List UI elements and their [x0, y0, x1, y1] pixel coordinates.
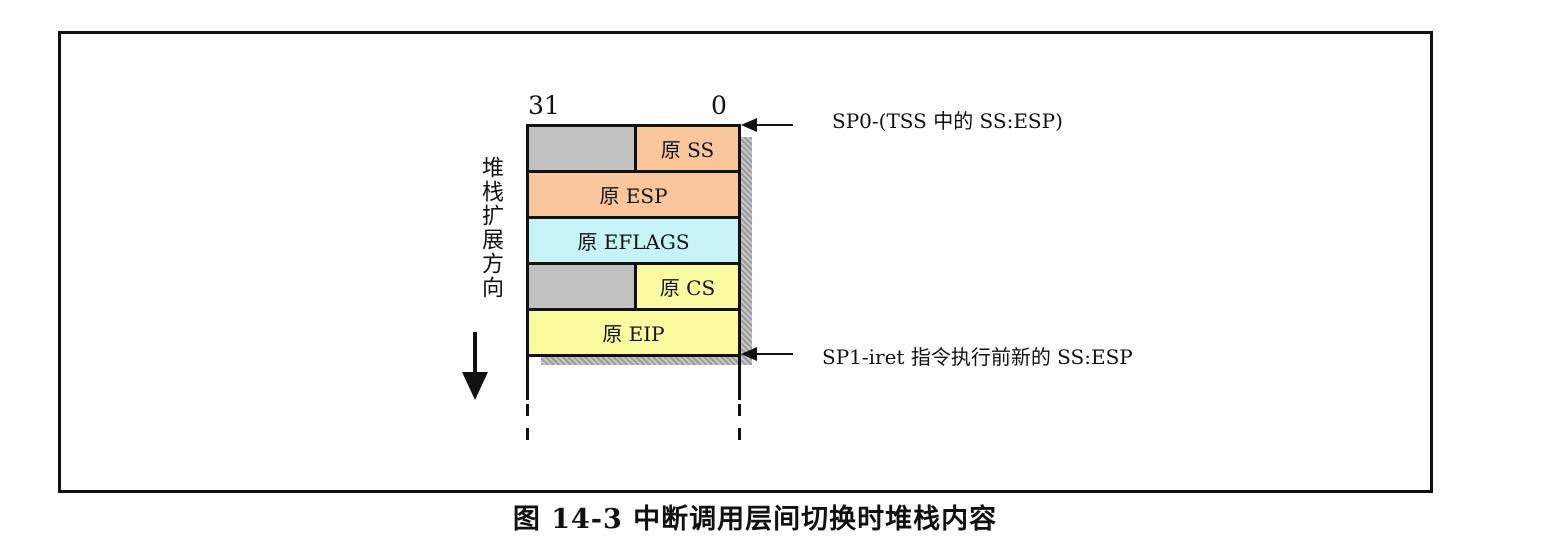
- bit-31-label: 31: [528, 91, 560, 120]
- stack-row-eip: 原 EIP: [526, 308, 741, 357]
- stack-right-dash-2: [738, 428, 741, 440]
- sp1-arrow-icon: [741, 347, 793, 361]
- stack-right-dash-1: [738, 404, 741, 416]
- stack-row-cs-label: 原 CS: [659, 276, 716, 300]
- figure-frame: [58, 31, 1433, 493]
- stack-left-dash-2: [526, 428, 529, 440]
- sp0-arrow-icon: [741, 118, 793, 132]
- stack-shadow: [739, 137, 752, 365]
- direction-label: 堆栈扩展方向: [478, 156, 503, 300]
- stack-right-edge: [738, 355, 741, 400]
- stack-row-ss: 原 SS: [634, 124, 741, 173]
- stack-left-dash-1: [526, 404, 529, 416]
- stack-row-esp: 原 ESP: [526, 170, 741, 219]
- stack-row-ss-label: 原 SS: [660, 138, 715, 162]
- padding-cs: [526, 262, 637, 311]
- figure-caption: 图 14-3 中断调用层间切换时堆栈内容: [512, 504, 998, 535]
- stack-row-esp-label: 原 ESP: [599, 184, 668, 208]
- stack-row-cs: 原 CS: [634, 262, 741, 311]
- stack-row-eflags: 原 EFLAGS: [526, 216, 741, 265]
- stack-row-eflags-label: 原 EFLAGS: [577, 230, 690, 254]
- down-arrow-icon: [462, 332, 488, 400]
- stack-row-eip-label: 原 EIP: [602, 322, 665, 346]
- stack-left-edge: [526, 355, 529, 400]
- sp1-label: SP1-iret 指令执行前新的 SS:ESP: [822, 345, 1133, 369]
- sp0-label: SP0-(TSS 中的 SS:ESP): [832, 109, 1063, 133]
- bit-0-label: 0: [711, 91, 727, 120]
- padding-ss: [526, 124, 637, 173]
